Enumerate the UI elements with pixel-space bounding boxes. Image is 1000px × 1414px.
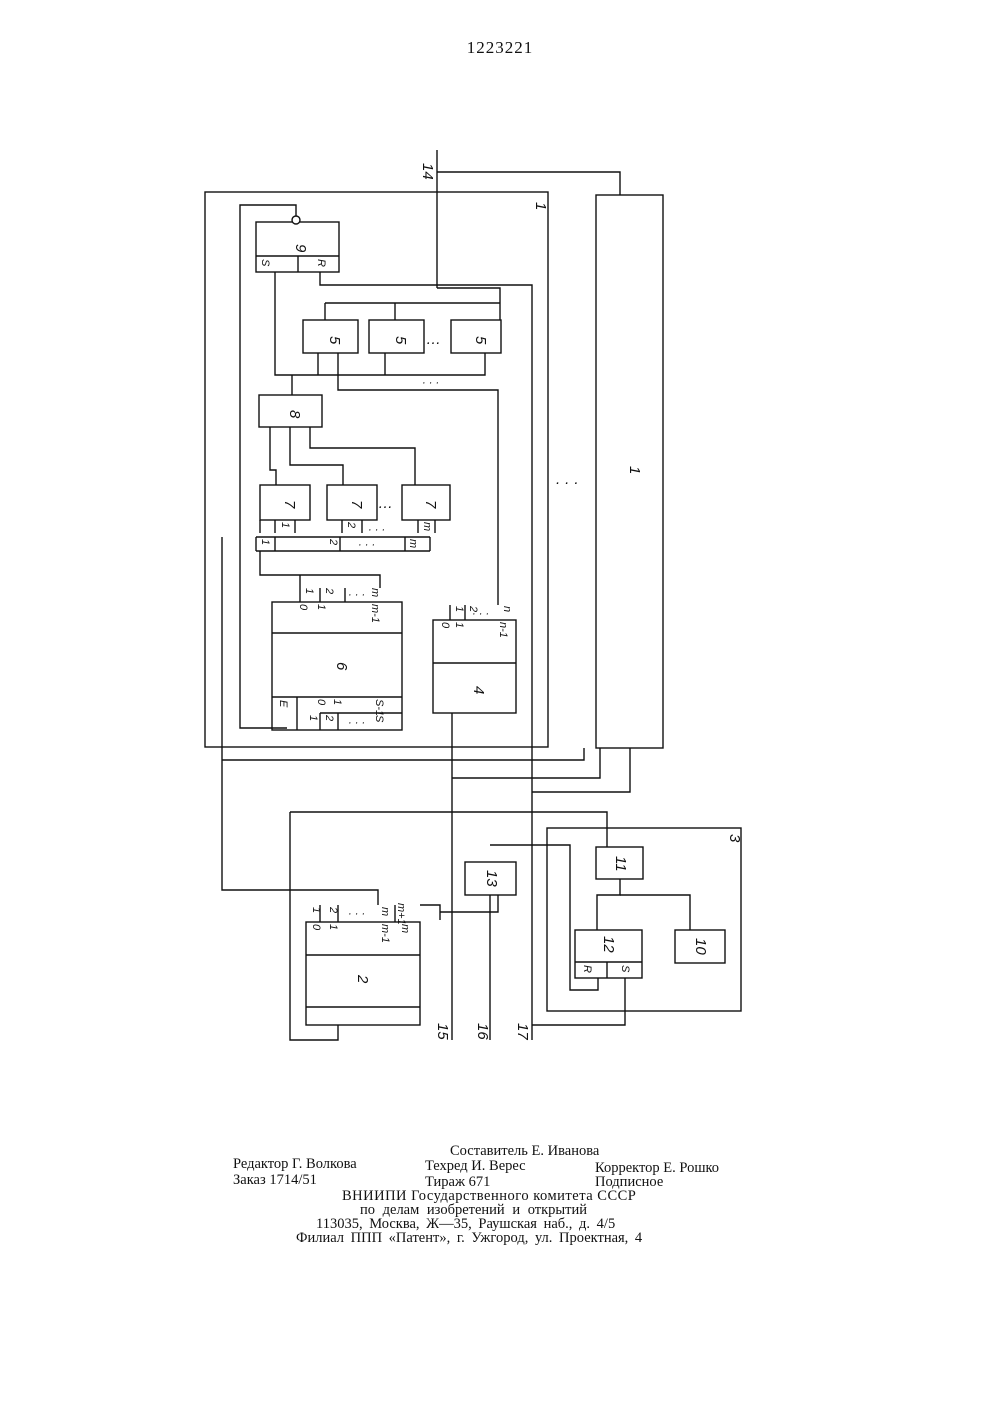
block-2-label: 2 [354,974,371,984]
block-8-label: 8 [286,410,303,419]
block-6-label: 6 [333,662,350,671]
ellipsis-4-in: · · · [472,608,489,620]
block-7-a-label: 7 [281,500,298,509]
ellipsis-units: · · · [555,474,578,491]
block-5-b-label: 5 [392,336,409,345]
pin-6-in-2: 2 [323,587,335,594]
unit-3-frame-label: 3 [726,834,743,843]
ellipsis-6-in: · · · [348,589,365,601]
imprint-editor: Редактор Г. Волкова [233,1156,357,1173]
pin-6-out-0: 0 [297,604,309,611]
ellipsis-6-addr: · · · [348,717,365,729]
block-7-b-label: 7 [348,500,365,509]
imprint-branch: Филиал ППП «Патент», г. Ужгород, ул. Про… [296,1230,642,1247]
pin-4-in-n: n [501,606,513,612]
pin-7c-m: m [421,522,433,531]
block-5-a-label: 5 [326,336,343,345]
pin-2-out-0: 0 [310,924,322,931]
pin-6-addr-1: 1 [331,699,343,705]
pin-6-in-m: m [369,588,381,597]
pin-6-a-1: 1 [307,715,319,721]
pin-7b-2: 2 [345,521,357,528]
block-11-label: 11 [612,856,629,872]
ellipsis-row-5: · · · [422,377,439,389]
pin-s-12: S [619,965,631,973]
pin-6-a-s: S [373,715,385,723]
pin-4-out-1: 1 [453,622,465,628]
block-7-c-label: 7 [422,500,439,509]
pin-e-6: E [277,700,289,708]
pin-2-out-m1: m-1 [379,924,391,943]
pin-bus-m: m [407,539,419,548]
block-4-label: 4 [470,686,487,694]
unit-1-frame-label: 1 [532,202,549,210]
pin-r-9: R [315,259,327,267]
unit-3-frame [547,828,741,1011]
pin-6-addr-0: 0 [315,699,327,706]
pin-2-in-m: m [379,907,391,916]
pin-bus-2: 2 [327,538,339,545]
terminal-14-label: 14 [419,163,436,180]
block-12-label: 12 [600,936,617,953]
unit-1-frame [205,192,548,747]
pin-2-in-m1: m+1 [395,903,407,925]
pin-s-9: S [259,259,271,267]
pin-4-out-n1: n-1 [497,622,509,638]
pin-6-a-2: 2 [323,714,335,721]
terminal-17-label: 17 [514,1023,531,1040]
pin-2-out-m: m [399,924,411,933]
ellipsis-blocks-5: … [426,331,441,348]
pin-6-out-1: 1 [315,604,327,610]
ellipsis-7-pins: · · · [368,524,385,536]
pin-6-addr-s1: S-1 [373,699,385,716]
pin-4-in-1: 1 [453,606,465,612]
terminal-16-label: 16 [474,1023,491,1040]
block-2 [306,922,420,1025]
pin-7a-1: 1 [279,522,291,528]
block-1-tall-label: 1 [626,466,643,474]
block-9-label: 9 [292,244,309,253]
pin-6-out-m1: m-1 [369,604,381,623]
pin-2-out-1: 1 [327,924,339,930]
pin-2-in-1: 1 [310,907,322,913]
imprint-techeditor: Техред И. Верес [425,1158,526,1175]
terminal-15-label: 15 [434,1023,451,1040]
ellipsis-blocks-7: … [378,495,393,512]
pin-r-12: R [581,965,593,973]
block-5-c-label: 5 [472,336,489,345]
imprint-order: Заказ 1714/51 [233,1172,317,1189]
block-13-label: 13 [483,870,500,887]
pin-bus-1: 1 [259,539,271,545]
pin-2-in-2: 2 [327,906,339,913]
pin-4-out-0: 0 [439,622,451,629]
ellipsis-bus: · · · [358,539,375,551]
pin-6-in-1: 1 [303,588,315,594]
block-10-label: 10 [692,938,709,955]
ellipsis-2-in: · · · [348,908,365,920]
